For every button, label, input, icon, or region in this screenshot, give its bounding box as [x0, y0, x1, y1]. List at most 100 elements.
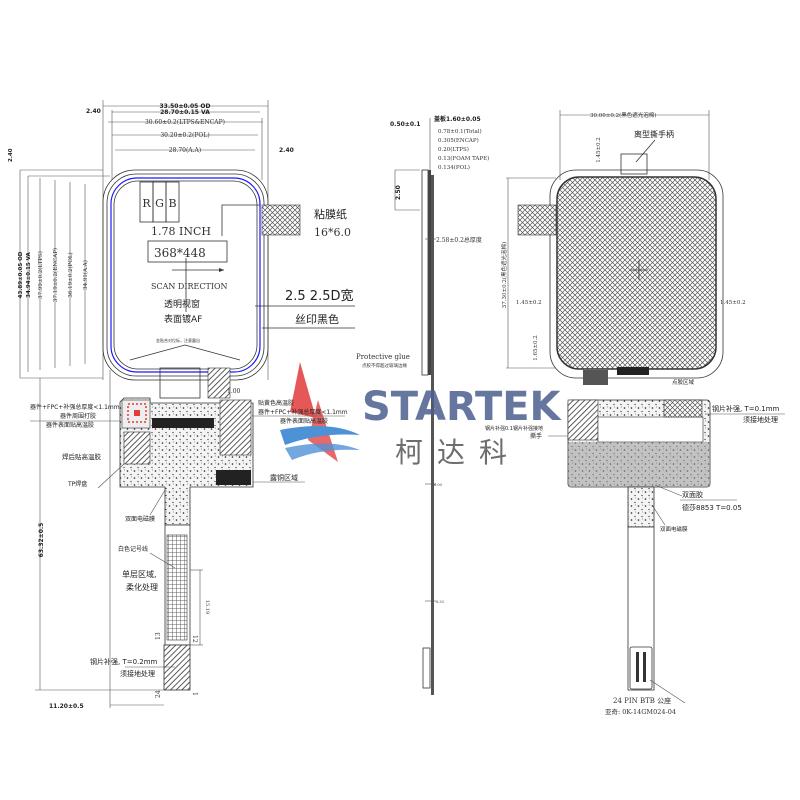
label-grounding-back: 须接地处理 [743, 415, 778, 424]
dim-side-833: 8.33 [436, 600, 444, 604]
dim-ltps-height: 37.99±0.2(LTPS) [37, 251, 44, 299]
dim-15-19: 15.19 [204, 600, 210, 614]
side-view: 0.50±0.1 盖板1.60±0.05 0.78±0.1(Total) 0.3… [356, 115, 489, 695]
label-single-layer: 单层区域, [122, 569, 157, 579]
back-width: 30.00±0.2(黑色遮光泡棉) [590, 111, 656, 119]
startek-logo: STARTEK 柯达科 [280, 362, 563, 469]
label-steel-ground: 钢片补强0.1钢片补强接地 [485, 425, 543, 432]
dim-encap: 0.305(ENCAP) [438, 137, 479, 144]
steel-stiffener-back [663, 399, 703, 418]
dim-od-width: 33.50±0.05 OD [160, 103, 211, 110]
dim-overall-height: 63.32±0.5 [38, 523, 45, 558]
af-coating-label: 表面镀AF [164, 313, 202, 325]
back-height: 37.30±0.2(黑色遮光泡棉) [500, 242, 508, 308]
label-tesa-tape: 德莎8853 T=0.05 [682, 503, 742, 512]
dim-aa-width: 28.70(A.A) [169, 147, 201, 154]
pin-12: 12 [191, 635, 198, 643]
dim-encap-height: 37.19±0.2(ENCAP) [52, 248, 59, 302]
window-label: 透明视窗 [164, 298, 200, 310]
label-steel-01: 钢片补强, T=0.1mm [712, 404, 780, 413]
dim-left-margin: 2.40 [86, 108, 101, 115]
label-emi-film: 双面电磁膜 [125, 515, 155, 523]
pin-13: 13 [155, 632, 162, 640]
label-tp-pad: TP焊盘 [67, 480, 87, 488]
edge-width: 2.5 2.5D宽 [285, 288, 354, 304]
dim-ltps: 0.20(LTPS) [438, 146, 469, 153]
logo-text: STARTEK [362, 384, 563, 430]
rgb-r: R [142, 197, 151, 210]
exposed-copper [216, 470, 251, 485]
dim-va-width: 28.70±0.15 VA [160, 109, 210, 116]
adhesive-tab [261, 204, 301, 236]
label-double-tape: 双面胶 [682, 490, 703, 499]
pin-24: 24 [155, 690, 162, 698]
dim-od-height: 43.89±0.05 OD [18, 251, 24, 298]
label-yellow-tape: 贴黄色高温胶 [258, 399, 294, 407]
alignment-note: 金贴合对位标，注意露出 [156, 337, 200, 343]
panel-size: 1.78 INCH [151, 225, 211, 238]
dim-aa-height: 34.91(A.A) [82, 260, 89, 290]
single-layer-area [166, 534, 188, 641]
release-handle [620, 153, 648, 175]
label-post-solder-tape: 焊后贴高温胶 [62, 452, 102, 461]
label-softened: 柔化处理 [126, 582, 158, 592]
back-view: 30.00±0.2(黑色遮光泡棉) 离型撕手柄 1.45±0.2 37.30±0… [485, 110, 785, 716]
protective-glue-note: 点胶不得超过玻璃边缘 [362, 362, 407, 369]
active-area-outline [110, 177, 261, 373]
label-high-temp-tape: 器件表面贴高温胶 [46, 421, 94, 429]
dim-pol-height: 36.19±0.2(POL) [67, 252, 74, 297]
back-dim-left: 1.45±0.2 [516, 300, 542, 306]
connector-label: 24 PIN BTB 公座 [613, 696, 671, 705]
dim-1-00: 1.00 [227, 388, 241, 395]
back-dim-bottom: 1.65±0.2 [533, 335, 539, 361]
dim-pol: 0.134(POL) [438, 164, 470, 171]
silk-print-label: 丝印黑色 [295, 312, 339, 326]
dim-foam: 0.13(FOAM TAPE) [438, 155, 489, 162]
dim-total-thickness: 2.58±0.2总厚度 [436, 236, 482, 244]
label-tear: 撕手 [530, 432, 542, 440]
release-handle-label: 离型撕手柄 [634, 129, 674, 139]
dim-side-050: 0.50±0.1 [390, 121, 420, 128]
label-total-thickness-right: 器件+FPC+补强总厚度<1.1mm [258, 408, 348, 416]
cover-glass-outline [102, 169, 269, 381]
tab-size: 16*6.0 [314, 226, 351, 239]
label-emi-film-back: 双面电磁膜 [660, 525, 688, 533]
btb-connector [629, 646, 653, 690]
tab-label: 粘膜纸 [314, 207, 347, 221]
label-dispense-glue: 器件周围打胶 [60, 412, 96, 420]
steel-stiffener [163, 644, 191, 691]
label-white-mark: 白色记号线 [118, 545, 148, 553]
label-high-temp-tape-right: 器件表面贴高温胶 [280, 417, 328, 425]
label-total-thickness: 器件+FPC+补强总厚度<1.1mm [30, 403, 120, 411]
label-grounding: 须接地处理 [120, 669, 155, 678]
scan-direction: SCAN DIRECTION [151, 282, 228, 291]
glue-area-label: 点胶区域 [672, 378, 695, 386]
pin-1: 1 [191, 692, 198, 696]
dim-cover-thickness: 盖板1.60±0.05 [434, 115, 481, 123]
dim-left-top: 2.40 [8, 148, 14, 162]
resolution: 368*448 [154, 246, 206, 260]
fpc-front: 1.00 器件+FPC+补强总厚度<1.1mm 器件周围打胶 器件表面贴高温胶 … [30, 370, 348, 710]
back-adhesive-tab [517, 204, 557, 236]
side-profile [431, 175, 434, 695]
label-exposed-copper: 露铜区域 [270, 473, 298, 482]
back-dim-top: 1.45±0.2 [596, 137, 602, 163]
dim-pol-width: 30.20±0.2(POL) [160, 132, 209, 139]
label-steel-stiffener: 钢片补强, T=0.2mm [90, 657, 158, 666]
dim-side-250: 2.50 [395, 185, 402, 200]
tp-pad [123, 431, 151, 465]
logo-cn-text: 柯达科 [395, 436, 521, 469]
dim-right-margin: 2.40 [279, 147, 294, 154]
rgb-pixel-diagram: R G B [139, 181, 180, 223]
rgb-b: B [168, 197, 176, 210]
dim-bottom-offset: 11.20±0.5 [49, 703, 84, 710]
front-view: 33.50±0.05 OD 28.70±0.15 VA 30.60±0.2(LT… [8, 100, 355, 399]
connector-part-number: 亚奇: 0K-14GM024-04 [605, 707, 676, 716]
dim-side-600: 6.00 [434, 483, 442, 487]
protective-glue-label: Protective glue [356, 353, 410, 361]
connector-bar [152, 418, 214, 428]
dim-va-height: 34.94±0.15 VA [26, 251, 32, 297]
dim-total: 0.78±0.1(Total) [438, 128, 482, 135]
